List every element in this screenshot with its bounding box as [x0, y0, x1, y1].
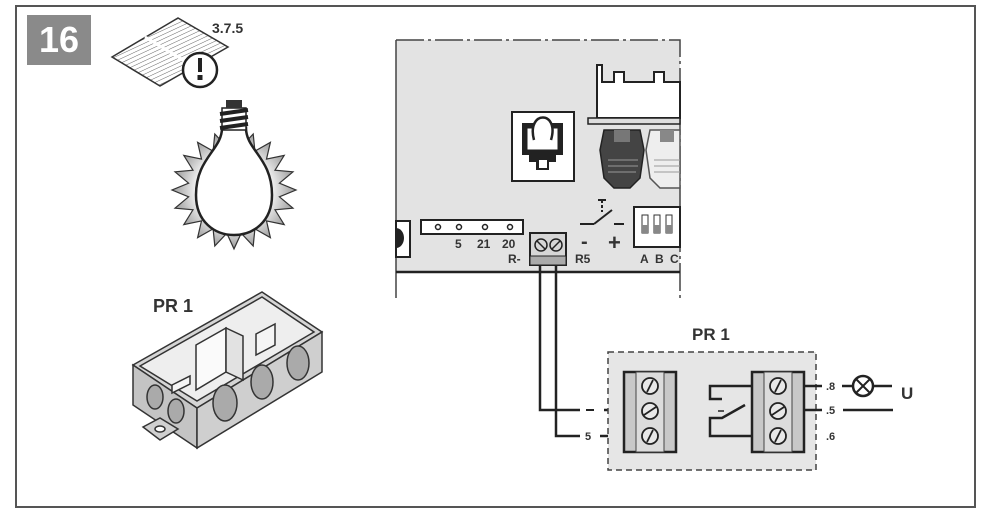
accessory-label: PR 1 [153, 296, 193, 316]
screw-terminal-r[interactable] [529, 232, 567, 266]
relay-output-label-5: .5 [826, 405, 835, 417]
screw-slot [646, 379, 654, 393]
relay-box-icon [131, 291, 324, 450]
terminal-label-r-minus: R- [508, 252, 521, 266]
screw-slot [771, 406, 785, 416]
terminal-label-21: 21 [477, 237, 491, 251]
relay-output-label-8: .8 [826, 381, 835, 393]
light-bulb-icon [170, 100, 298, 251]
step-number-badge: 16 [27, 15, 91, 65]
relay-output-label-6: .6 [826, 431, 835, 443]
manual-warning-icon [110, 17, 230, 89]
manual-section-ref: 3.7.5 [212, 20, 243, 36]
dip-label-b: B [655, 252, 664, 266]
terminal-screws [641, 377, 787, 445]
terminal-label-5: 5 [455, 237, 462, 251]
antenna-socket-icon [511, 111, 575, 182]
terminal-strip [420, 219, 524, 235]
dip-switch[interactable] [633, 206, 681, 248]
switch-plus-label: + [608, 230, 621, 255]
dip-label-c: C [670, 252, 679, 266]
plug-connector-icon [587, 64, 681, 189]
switch-minus-label: - [581, 231, 588, 253]
lamp-symbol-icon [842, 374, 893, 412]
screw-slot [774, 379, 782, 393]
terminal-label-r5: R5 [575, 252, 591, 266]
screw-slot [643, 406, 657, 416]
relay-module-title: PR 1 [692, 325, 730, 344]
supply-voltage-label: U [901, 384, 913, 403]
terminal-label-20: 20 [502, 237, 516, 251]
screw-slot [774, 429, 782, 443]
switch-symbol [580, 199, 624, 225]
relay-module [607, 351, 822, 471]
screw-slot [646, 429, 654, 443]
dip-label-a: A [640, 252, 649, 266]
relay-input-label-5: 5 [585, 431, 591, 443]
